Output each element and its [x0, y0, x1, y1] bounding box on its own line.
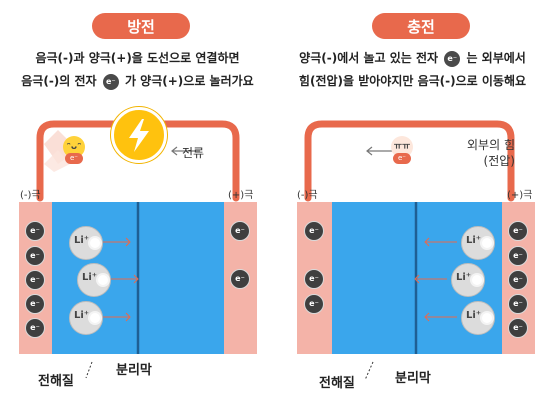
discharge-panel: 방전 음극(-)과 양극(+)을 도선으로 연결하면 음극(-)의 전자 e⁻ … [0, 13, 275, 389]
electron: e⁻ [25, 294, 45, 314]
electron: e⁻ [304, 294, 324, 314]
lithium-ion: Li⁺ [461, 301, 495, 335]
discharge-desc-line2: 음극(-)의 전자 e⁻ 가 양극(+)으로 놀러가요 [0, 70, 275, 93]
electron: e⁻ [304, 269, 324, 289]
electron: e⁻ [508, 221, 528, 241]
discharge-desc-line2-post: 가 양극(+)으로 놀러가요 [124, 74, 254, 88]
electron: e⁻ [508, 294, 528, 314]
discharge-title: 방전 [92, 13, 190, 39]
electron: e⁻ [508, 246, 528, 266]
electron: e⁻ [25, 318, 45, 338]
separator-label: 분리막 [395, 371, 431, 386]
electron: e⁻ [25, 221, 45, 241]
lithium-ion: Li⁺ [77, 263, 111, 297]
discharge-drawing [19, 120, 257, 379]
electron: e⁻ [25, 270, 45, 290]
positive-label: (+)극 [507, 190, 533, 201]
lithium-ion: Li⁺ [69, 226, 103, 260]
charge-desc-line1-pre: 양극(-)에서 놀고 있는 전자 [299, 51, 439, 65]
electron-icon: e⁻ [102, 73, 119, 90]
negative-label: (-)극 [297, 190, 318, 201]
discharge-desc-line2-pre: 음극(-)의 전자 [21, 74, 97, 88]
separator-label: 분리막 [116, 363, 152, 378]
current-label: 전류 [182, 146, 205, 160]
electron: e⁻ [304, 221, 324, 241]
charge-desc-line1: 양극(-)에서 놀고 있는 전자 e⁻ 는 외부에서 [275, 47, 550, 70]
face-electron-badge: e⁻ [393, 153, 411, 164]
charge-ion-arrows [414, 237, 457, 322]
electron: e⁻ [508, 318, 528, 338]
electron-icon: e⁻ [444, 50, 461, 67]
happy-face-icon: ᵔᴗᵔ [63, 136, 85, 158]
charge-desc-line1-post: 는 외부에서 [466, 51, 526, 65]
charge-drawing [297, 120, 535, 381]
electron: e⁻ [230, 221, 250, 241]
external-force-label: 외부의 힘 (전압) [467, 138, 515, 168]
positive-label: (+)극 [228, 190, 254, 201]
lithium-ion: Li⁺ [451, 263, 485, 297]
negative-label: (-)극 [20, 190, 41, 201]
charge-panel: 충전 양극(-)에서 놀고 있는 전자 e⁻ 는 외부에서 힘(전압)을 받아야… [275, 0, 550, 404]
electron: e⁻ [508, 270, 528, 290]
electron: e⁻ [230, 269, 250, 289]
charge-title: 충전 [372, 13, 470, 39]
charge-wire [304, 120, 515, 202]
electrolyte-label: 전해질 [319, 376, 355, 391]
electron: e⁻ [25, 246, 45, 266]
discharge-ion-arrows [103, 237, 139, 322]
discharge-desc-line1: 음극(-)과 양극(+)을 도선으로 연결하면 [35, 51, 240, 65]
lightning-icon [111, 107, 167, 163]
electrolyte-label: 전해질 [38, 374, 74, 389]
lithium-ion: Li⁺ [69, 301, 103, 335]
charge-desc-line2: 힘(전압)을 받아야지만 음극(-)으로 이동해요 [298, 74, 527, 88]
sad-face-icon: ㅠㅠ [391, 136, 413, 158]
lithium-ion: Li⁺ [461, 226, 495, 260]
face-electron-badge: e⁻ [65, 153, 83, 164]
